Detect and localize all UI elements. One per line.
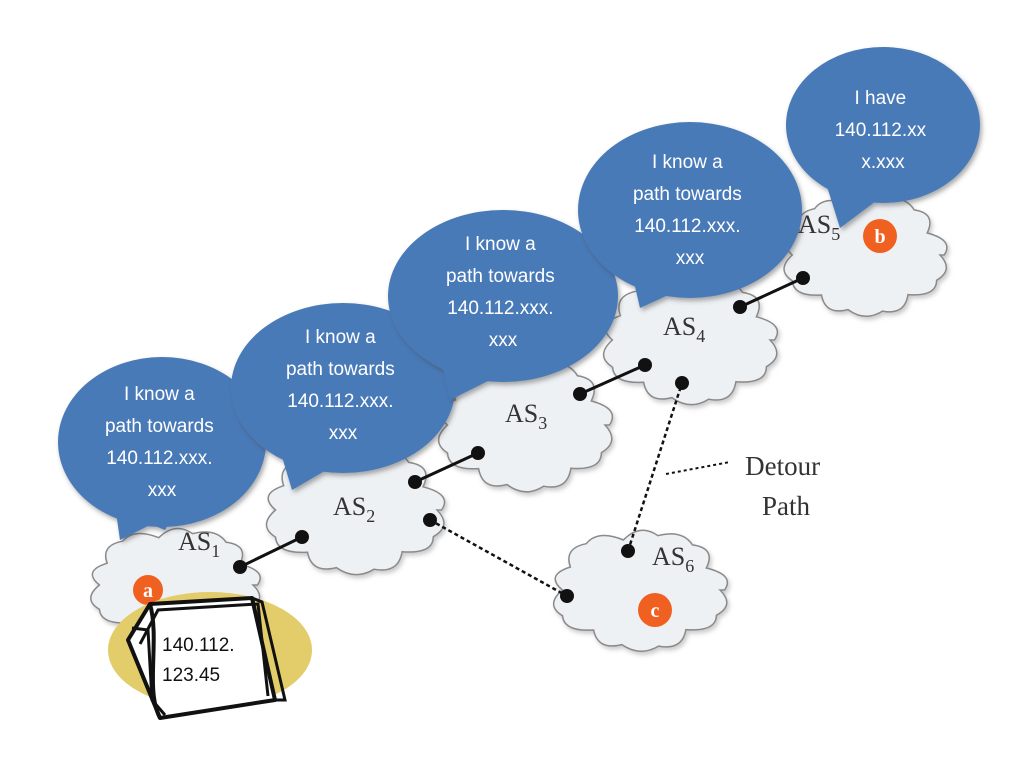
router-dot <box>573 387 587 401</box>
node-a-label: a <box>143 580 153 602</box>
host-nodes: a b c <box>133 219 897 627</box>
speech-bubble <box>58 357 266 540</box>
router-dot <box>408 475 422 489</box>
svg-text:Detour Path: Detour Path <box>745 451 827 521</box>
document-stack-icon: 140.112. 123.45 <box>108 592 312 720</box>
detour-path-label: Detour Path <box>745 451 827 521</box>
router-dot <box>638 358 652 372</box>
router-dot <box>733 300 747 314</box>
speech-bubbles: I know a path towards 140.112.xxx. xxx I… <box>58 47 980 540</box>
link-as1-as2 <box>239 535 303 569</box>
node-a: a <box>133 575 163 605</box>
detour-link-as6-as4 <box>626 382 684 552</box>
link-as4-as5 <box>739 276 804 309</box>
node-c: c <box>638 593 672 627</box>
link-layer <box>239 276 804 598</box>
as6-label: AS6 <box>652 542 694 576</box>
as3-cloud <box>437 359 614 493</box>
router-dot <box>621 544 635 558</box>
bubble-4-text: I know a path towards 140.112.xxx. xxx <box>633 152 747 269</box>
as4-label: AS4 <box>663 312 705 346</box>
node-b: b <box>863 219 897 253</box>
speech-bubble <box>578 122 802 308</box>
speech-bubble <box>388 210 618 400</box>
cloud-shape <box>552 529 729 652</box>
speech-bubble <box>231 303 455 490</box>
detour-link-as2-as6 <box>429 518 568 598</box>
as6-cloud <box>552 529 729 652</box>
detour-pointer-line <box>665 461 731 475</box>
node-b-label: b <box>874 226 885 248</box>
link-as3-as4 <box>579 363 646 396</box>
as-labels: AS1 AS2 AS3 AS4 AS5 AS6 <box>178 210 840 576</box>
bubble-1-text: I know a path towards 140.112.xxx. xxx <box>105 384 219 501</box>
as3-label: AS3 <box>505 399 547 433</box>
cloud-shape <box>437 359 614 493</box>
node-c-label: c <box>651 600 660 622</box>
router-dot <box>471 446 485 460</box>
router-dot <box>295 530 309 544</box>
router-dot <box>675 376 689 390</box>
as2-label: AS2 <box>333 492 375 526</box>
bubble-5-text: I have 140.112.xx x.xxx <box>835 88 932 173</box>
cloud-shape <box>783 194 948 317</box>
as1-label: AS1 <box>178 527 220 561</box>
link-as2-as3 <box>414 451 479 484</box>
router-dots <box>233 271 810 603</box>
packet-address: 140.112. 123.45 <box>162 635 240 686</box>
as5-label: AS5 <box>798 210 840 244</box>
router-dot <box>560 589 574 603</box>
speech-bubble <box>786 47 980 228</box>
bubble-2-text: I know a path towards 140.112.xxx. xxx <box>286 327 400 444</box>
as5-cloud <box>783 194 948 317</box>
router-dot <box>233 560 247 574</box>
router-dot <box>796 271 810 285</box>
bubble-3-text: I know a path towards 140.112.xxx. xxx <box>446 234 560 351</box>
router-dot <box>423 513 437 527</box>
